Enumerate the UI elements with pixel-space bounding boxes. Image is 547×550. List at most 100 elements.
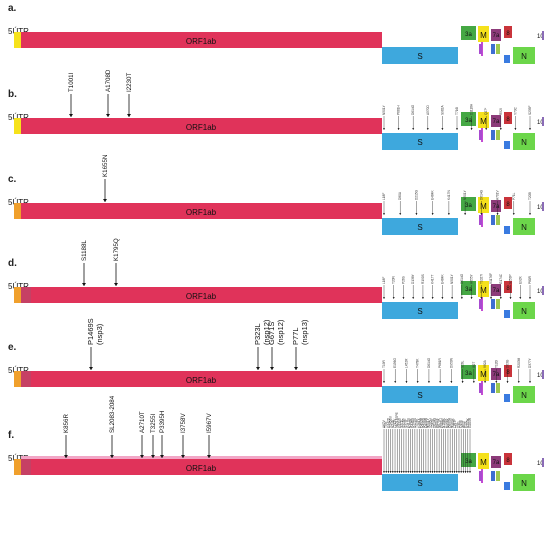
structural-mutation: D614G (460, 273, 464, 299)
mutation-label: D138Y (411, 273, 415, 284)
mutation-arrowhead (460, 471, 463, 473)
mutation-arrowhead (394, 381, 397, 383)
mutation-arrowhead (394, 471, 397, 473)
orf7a-box (491, 29, 501, 41)
structural-mutation: D3G (457, 421, 461, 473)
mutation-label-part: P3395H (159, 411, 166, 433)
orf8-label: 8 (506, 458, 510, 464)
mutation-arrowhead (529, 128, 531, 130)
structural-mutation: G496S (422, 418, 426, 473)
orf10-label: 10 (537, 289, 544, 295)
m-box (478, 281, 489, 297)
mutation-label: Y145del (389, 416, 393, 428)
s-label: S (417, 391, 422, 400)
mutation-arrowhead (383, 128, 385, 130)
structural-mutation: L212V (393, 418, 397, 473)
orf7b-tick (491, 44, 495, 54)
mutation-label: V82A (483, 359, 487, 368)
m-box (478, 26, 489, 42)
structural-mutation: T19R (382, 360, 386, 383)
structural-mutation: D614G (479, 189, 483, 215)
mutation-arrowhead (82, 283, 86, 286)
structural-mutation: S375F (404, 419, 408, 473)
orf8-box (504, 365, 512, 377)
mutation-label: A67V (382, 419, 386, 428)
mutation-arrowhead (496, 213, 499, 215)
orf1ab-mutation: K1795Q (113, 238, 120, 286)
mutation-arrowhead (383, 213, 385, 215)
mutation-arrowhead (433, 471, 436, 473)
structural-mutation: T205I (528, 192, 532, 215)
s-bar (382, 386, 458, 403)
mutation-arrowhead (495, 381, 498, 383)
mutation-label: D796Y (444, 417, 448, 428)
mutation-arrowhead (426, 128, 429, 130)
mutation-arrowhead (256, 367, 260, 370)
mutation-arrowhead (499, 128, 502, 130)
mutation-label: D80A (398, 191, 402, 200)
orf3a-box (461, 281, 476, 295)
orf1ab-mutation: P77L(nsp13) (291, 319, 309, 370)
orf8-box (504, 453, 512, 465)
orf1ab-mutation: I5967V (206, 413, 213, 458)
n-prefix-tick (504, 55, 510, 63)
orf3a-label: 3a (465, 203, 472, 209)
mutation-label: K417N (406, 418, 410, 428)
structural-mutation: E92K (518, 275, 522, 299)
mutation-arrowhead (407, 471, 410, 473)
mutation-label: Y505H (428, 418, 432, 428)
mutation-arrowhead (416, 381, 419, 383)
utr-segment-2 (18, 32, 21, 48)
m-label: M (480, 202, 487, 211)
mutation-arrowhead (160, 455, 164, 458)
structural-mutation: R190S (421, 274, 425, 299)
orf1ab-mutation: K1655N (102, 155, 109, 202)
n-box (513, 474, 535, 491)
mutation-arrowhead (480, 213, 483, 215)
structural-mutation: S253P (509, 274, 513, 299)
orf1ab-bar (21, 371, 382, 387)
mutation-label: D614G (411, 104, 415, 115)
orf6-tick (479, 383, 482, 393)
orf10-label: 10 (537, 461, 544, 467)
mutation-label: A2710T (139, 411, 146, 433)
mutation-label: G446S (411, 418, 415, 428)
n-label: N (521, 307, 527, 316)
s-bar (382, 47, 458, 64)
orf10-label: 10 (537, 373, 544, 379)
mutation-arrowhead (440, 471, 443, 473)
orf7b-tick (491, 215, 495, 225)
mutation-label: A63T (461, 420, 465, 428)
panel-label: d. (8, 258, 17, 269)
orf6-tick (479, 215, 482, 225)
mutation-arrowhead (69, 114, 73, 117)
orf10-tick (542, 117, 544, 126)
utr-segment (14, 371, 18, 387)
structural-mutation: D614G (427, 357, 431, 383)
mutation-arrowhead (385, 471, 388, 473)
structural-mutation: N440K (408, 417, 412, 473)
orf6-tick (479, 299, 482, 309)
orf7a-label: 7a (493, 288, 500, 294)
structural-mutation: S26L (461, 360, 465, 383)
mutation-label-part: K1795Q (113, 238, 120, 261)
mutation-label-part: K1655N (102, 155, 109, 177)
mutation-label-part: P77L (291, 327, 300, 345)
mutation-label: L981F (453, 419, 457, 428)
mutation-label: E484A (417, 418, 421, 428)
structural-mutation: N764K (442, 417, 446, 473)
mutation-label: R203K (466, 417, 470, 428)
structural-mutation: D138Y (411, 273, 415, 299)
mutation-label: N501Y (463, 189, 467, 200)
mutation-label: L18F (382, 277, 386, 284)
orf7a-box (491, 456, 501, 468)
mutation-label-part: A2710T (139, 411, 146, 433)
mutation-label: D614G (427, 357, 431, 368)
mutation-label: D614G (479, 189, 483, 200)
orf8-box (504, 281, 512, 293)
structural-mutation: K417N (447, 190, 451, 215)
mutation-label: T716I (455, 107, 459, 115)
mutation-arrowhead (464, 471, 467, 473)
mutation-label: T9I (455, 423, 459, 428)
mutation-arrowhead (64, 455, 68, 458)
